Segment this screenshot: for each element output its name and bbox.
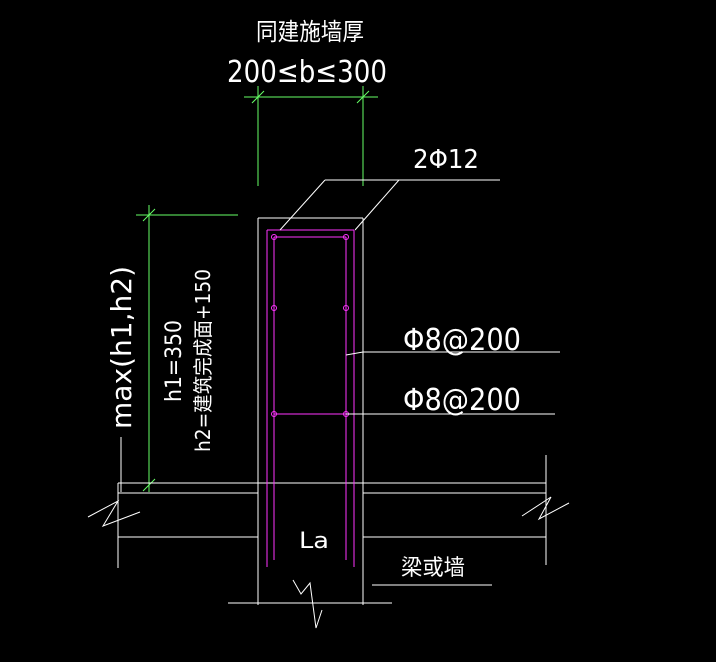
max-height-label: max(h1,h2) xyxy=(105,266,138,429)
rebar-cage xyxy=(266,229,355,567)
anchorage-label: La xyxy=(299,529,329,554)
stirrup-label-2: Φ8@200 xyxy=(403,383,521,418)
slab-outline xyxy=(87,455,570,629)
stirrup-label-1: Φ8@200 xyxy=(403,323,521,358)
h2-label: h2=建筑完成面+150 xyxy=(191,269,215,452)
height-dimension xyxy=(136,205,238,492)
top-title-label: 同建施墙厚 xyxy=(256,18,364,46)
beam-or-wall-label: 梁或墙 xyxy=(401,556,465,581)
h1-label: h1=350 xyxy=(162,320,187,402)
wall-outline xyxy=(257,217,364,605)
top-range-label: 200≤b≤300 xyxy=(227,55,387,90)
top-rebar-label: 2Φ12 xyxy=(413,145,479,175)
top-dimension xyxy=(244,86,378,186)
leader-lines xyxy=(279,179,560,415)
